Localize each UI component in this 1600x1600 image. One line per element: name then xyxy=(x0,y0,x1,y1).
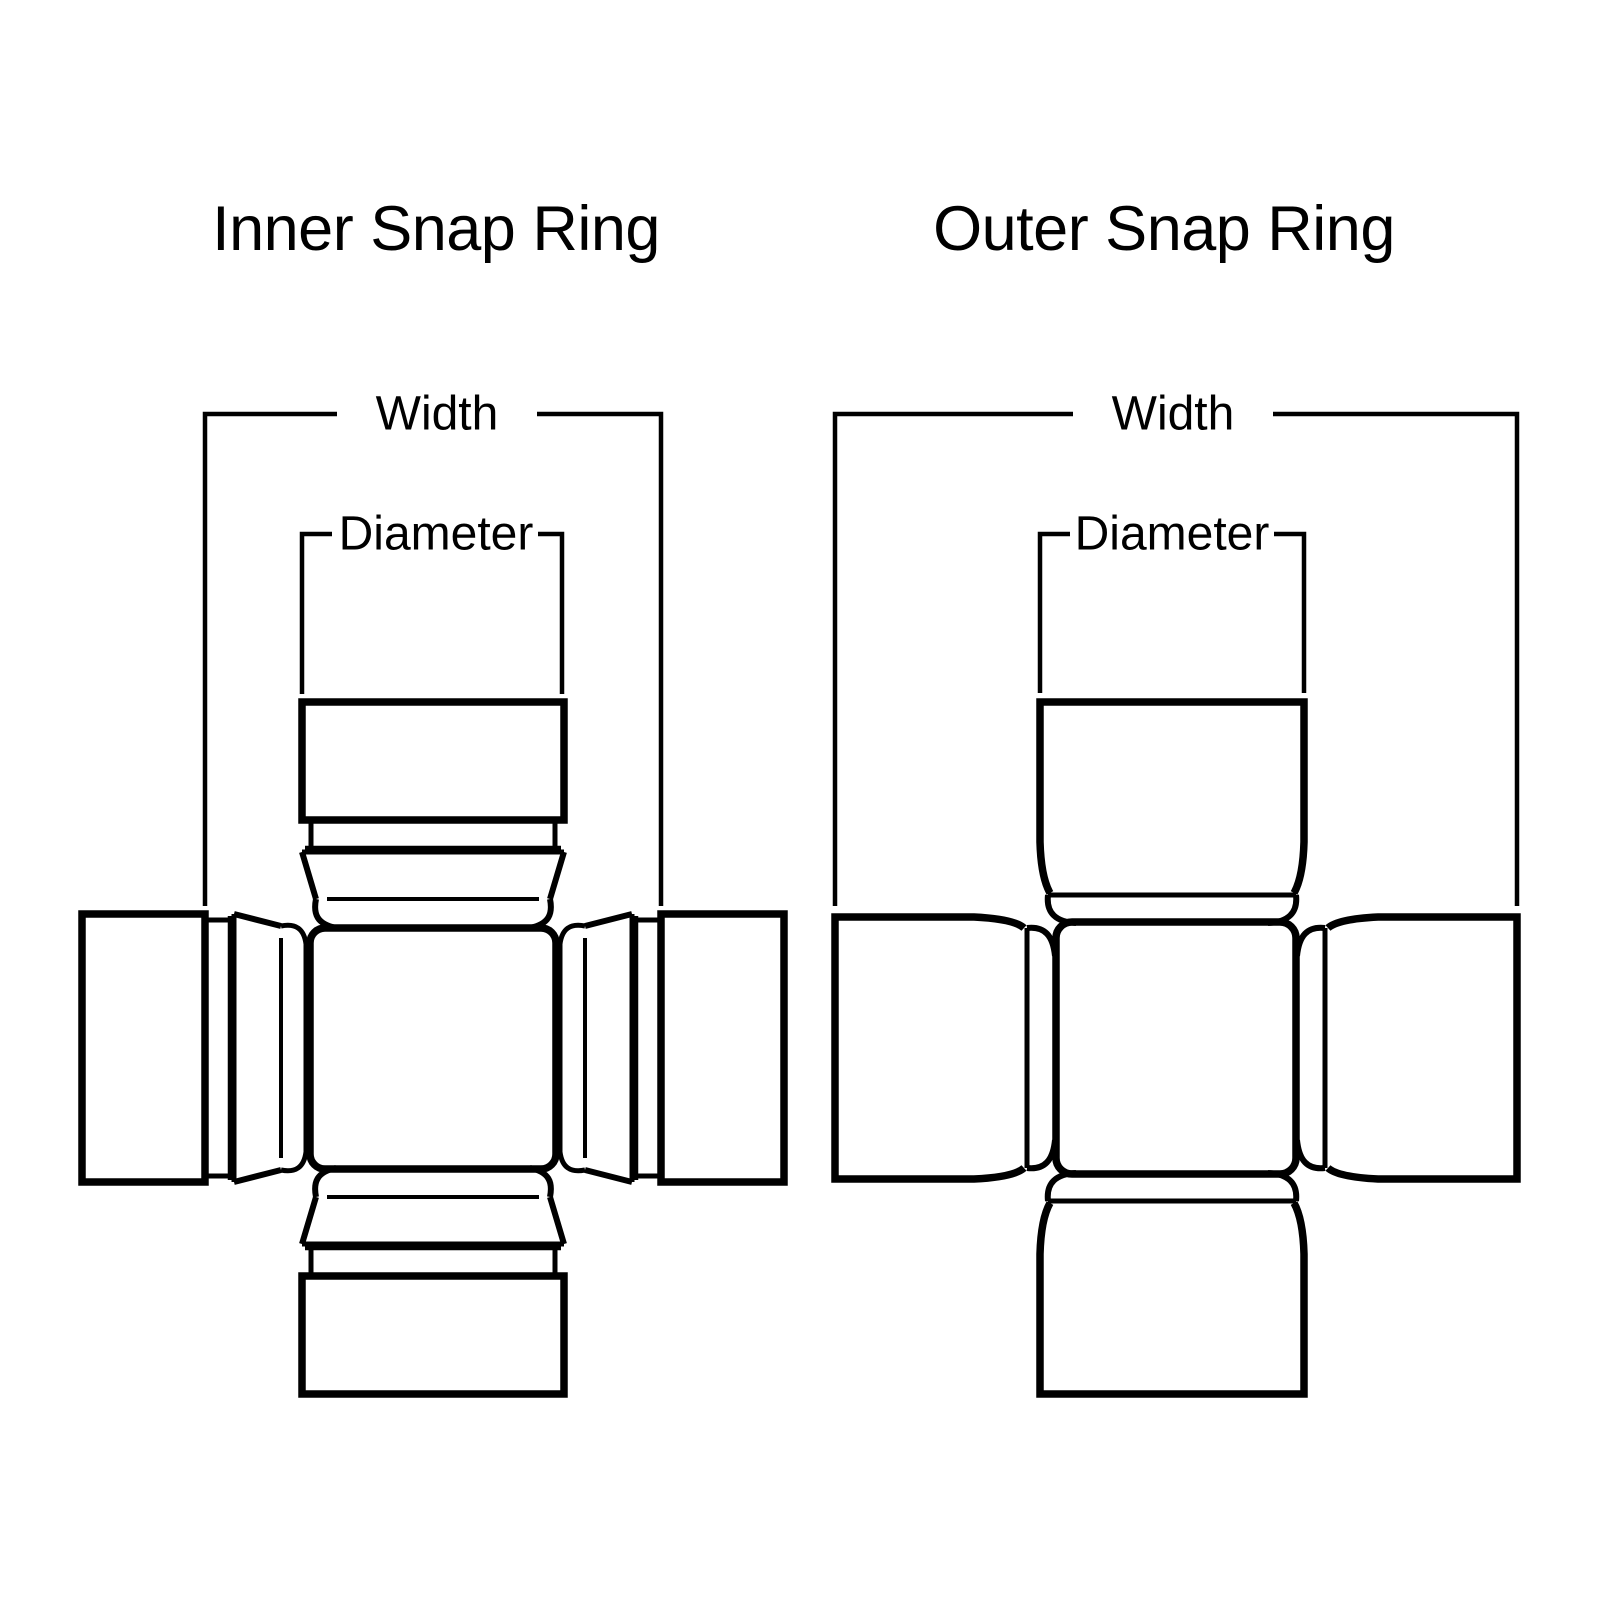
outer-cap-right-cup xyxy=(1325,913,1521,1183)
inner-cap-left-collar xyxy=(205,917,231,1179)
outer-bearing-cap-right xyxy=(1294,913,1521,1183)
inner-width-label: Width xyxy=(376,388,499,441)
outer-diameter-label: Diameter xyxy=(1075,508,1270,561)
inner-bearing-cap-bottom xyxy=(298,1165,568,1398)
outer-cap-right-shoulder xyxy=(1294,924,1326,1172)
outer-cap-left-cup xyxy=(831,913,1027,1183)
outer-bearing-cap-left xyxy=(831,913,1058,1183)
outer-cap-bottom-shoulder xyxy=(1044,1170,1300,1202)
outer-diameter-dimension: Diameter xyxy=(1037,508,1307,693)
inner-cap-left-neck xyxy=(280,922,309,1174)
outer-width-bracket xyxy=(832,411,1520,906)
outer-cap-bottom-cup xyxy=(1036,1201,1308,1398)
outer-diagram-title: Outer Snap Ring xyxy=(933,194,1395,264)
inner-bearing-cap-top xyxy=(298,698,568,931)
inner-bearing-cap-left xyxy=(78,910,309,1186)
outer-cap-left-shoulder xyxy=(1026,924,1058,1172)
outer-bearing-cap-top xyxy=(1036,698,1308,926)
inner-cap-right-collar xyxy=(635,917,661,1179)
inner-cap-top-snap-ring-sides xyxy=(299,851,567,900)
inner-diameter-dimension: Diameter xyxy=(299,508,565,694)
inner-cap-top-skirt xyxy=(312,898,554,931)
inner-cap-bottom-skirt xyxy=(312,1165,554,1198)
inner-bearing-cap-right xyxy=(557,910,788,1186)
inner-cap-top-cup xyxy=(298,698,568,824)
outer-bearing-cap-bottom xyxy=(1036,1170,1308,1398)
inner-diagram-title: Inner Snap Ring xyxy=(212,194,660,264)
outer-width-dimension: Width xyxy=(832,388,1520,906)
outer-snap-ring-diagram: Outer Snap Ring Width Diameter xyxy=(831,194,1521,1398)
inner-width-dimension: Width xyxy=(202,388,664,906)
outer-width-label: Width xyxy=(1112,388,1235,441)
inner-cap-top-collar xyxy=(308,820,558,849)
outer-ujoint-body xyxy=(1052,918,1300,1178)
outer-diameter-bracket xyxy=(1037,531,1307,693)
inner-cap-right-neck xyxy=(557,922,586,1174)
outer-cap-top-cup xyxy=(1036,698,1308,895)
inner-cap-right-cup xyxy=(657,910,788,1186)
inner-cap-bottom-cup xyxy=(298,1272,568,1398)
outer-cap-top-shoulder xyxy=(1044,894,1300,926)
inner-ujoint-body xyxy=(306,924,560,1173)
inner-cap-left-cup xyxy=(78,910,209,1186)
inner-diameter-bracket xyxy=(299,531,565,694)
inner-cap-left-snap-ring-sides xyxy=(233,911,282,1185)
inner-width-bracket xyxy=(202,411,664,906)
inner-cap-bottom-snap-ring-sides xyxy=(299,1196,567,1245)
inner-cap-right-snap-ring-sides xyxy=(584,911,633,1185)
inner-snap-ring-diagram: Inner Snap Ring Width Diameter xyxy=(78,194,788,1398)
inner-diameter-label: Diameter xyxy=(339,508,534,561)
inner-cap-bottom-collar xyxy=(308,1247,558,1276)
